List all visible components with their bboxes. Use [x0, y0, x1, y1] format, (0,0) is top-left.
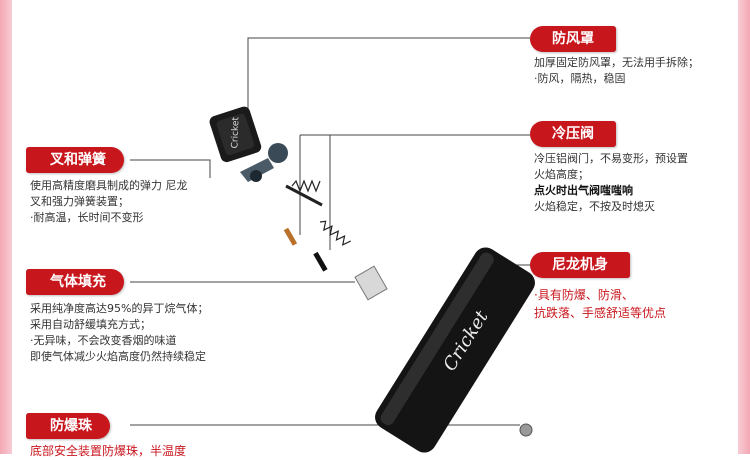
- spring-part-image: [285, 179, 352, 246]
- desc-windshield: 加厚固定防风罩，无法用手拆除； ·防风，隔热，稳固: [534, 55, 699, 87]
- title-explosion-ball: 防爆珠: [26, 413, 110, 439]
- leader-windshield: [247, 37, 530, 120]
- desc-gas-fill-line: 采用自动舒缓填充方式；: [30, 318, 151, 331]
- desc-body-line: ·具有防爆、防滑、: [534, 288, 634, 302]
- desc-body: ·具有防爆、防滑、 抗跌落、手感舒适等优点: [534, 286, 666, 322]
- cap-brand-text: Cricket: [230, 116, 241, 148]
- lighter-body-image: Cricket: [375, 247, 535, 453]
- desc-valve-line: 点火时出气阀嗤嗤响: [534, 184, 633, 197]
- desc-fork-spring-line: ·耐高温，长时间不变形: [30, 211, 144, 224]
- title-fork-spring: 叉和弹簧: [26, 147, 124, 173]
- title-gas-fill: 气体填充: [26, 269, 124, 295]
- windshield-cap-image: Cricket: [209, 106, 262, 163]
- explosion-proof-ball-image: [519, 423, 533, 437]
- title-body: 尼龙机身: [530, 252, 630, 278]
- desc-valve-line: 冷压铝阀门，不易变形，预设置: [534, 152, 688, 165]
- desc-gas-fill-line: 即使气体减少火焰高度仍然持续稳定: [30, 350, 206, 363]
- desc-fork-spring: 使用高精度磨具制成的弹力 尼龙 叉和强力弹簧装置； ·耐高温，长时间不变形: [30, 178, 188, 226]
- brass-pin-image: [283, 227, 298, 246]
- desc-windshield-line: ·防风，隔热，稳固: [534, 72, 626, 85]
- desc-valve: 冷压铝阀门，不易变形，预设置 火焰高度； 点火时出气阀嗤嗤响 火焰稳定，不按及时…: [534, 151, 688, 215]
- desc-gas-fill-line: 采用纯净度高达95%的异丁烷气体；: [30, 302, 209, 315]
- desc-fork-spring-line: 使用高精度磨具制成的弹力 尼龙: [30, 179, 188, 192]
- desc-valve-line: 火焰高度；: [534, 168, 589, 181]
- title-windshield: 防风罩: [530, 26, 616, 52]
- left-pink-band: [0, 0, 12, 454]
- black-pin-image: [313, 251, 328, 272]
- valve-part-image: [240, 143, 288, 182]
- nozzle-image: [354, 265, 388, 301]
- desc-body-line: 抗跌落、手感舒适等优点: [534, 306, 667, 320]
- title-valve: 冷压阀: [530, 121, 616, 147]
- desc-fork-spring-line: 叉和强力弹簧装置；: [30, 195, 129, 208]
- desc-gas-fill: 采用纯净度高达95%的异丁烷气体； 采用自动舒缓填充方式； ·无异味，不会改变香…: [30, 301, 208, 365]
- desc-valve-line: 火焰稳定，不按及时熄灭: [534, 200, 655, 213]
- desc-gas-fill-line: ·无异味，不会改变香烟的味道: [30, 334, 177, 347]
- leader-fork: [130, 159, 211, 178]
- desc-explosion-ball: 底部安全装置防爆珠，半温度: [30, 442, 186, 460]
- desc-explosion-ball-line: 底部安全装置防爆珠，半温度: [30, 444, 187, 458]
- desc-windshield-line: 加厚固定防风罩，无法用手拆除；: [534, 56, 699, 69]
- right-pink-band: [738, 0, 750, 454]
